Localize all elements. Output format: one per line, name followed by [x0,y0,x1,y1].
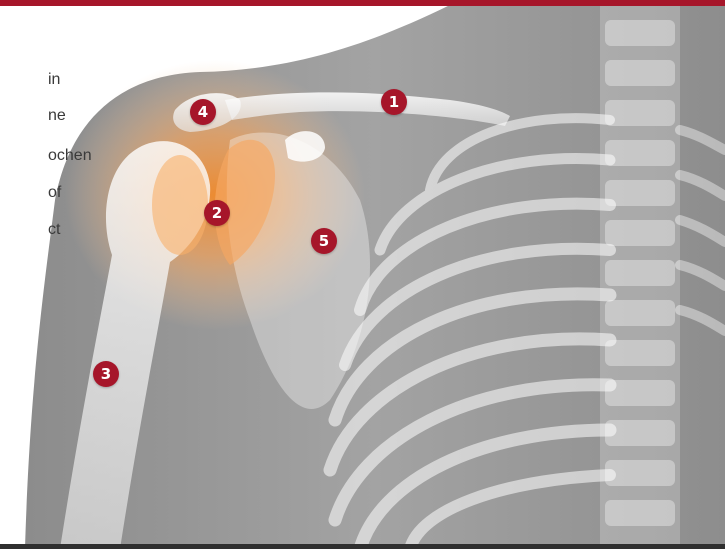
text-fragment: ochen [48,146,92,166]
text-fragment: ne [48,106,66,126]
marker-1-clavicle: 1 [381,89,407,115]
text-fragment: of [48,183,61,203]
text-fragment: in [48,70,60,90]
marker-2-shoulder-joint: 2 [204,200,230,226]
bottom-border [0,544,725,549]
humeral-head [152,155,208,255]
marker-3-humerus: 3 [93,361,119,387]
top-accent-bar [0,0,725,6]
marker-5-scapula: 5 [311,228,337,254]
text-fragment: ct [48,220,60,240]
marker-4-acromion: 4 [190,99,216,125]
